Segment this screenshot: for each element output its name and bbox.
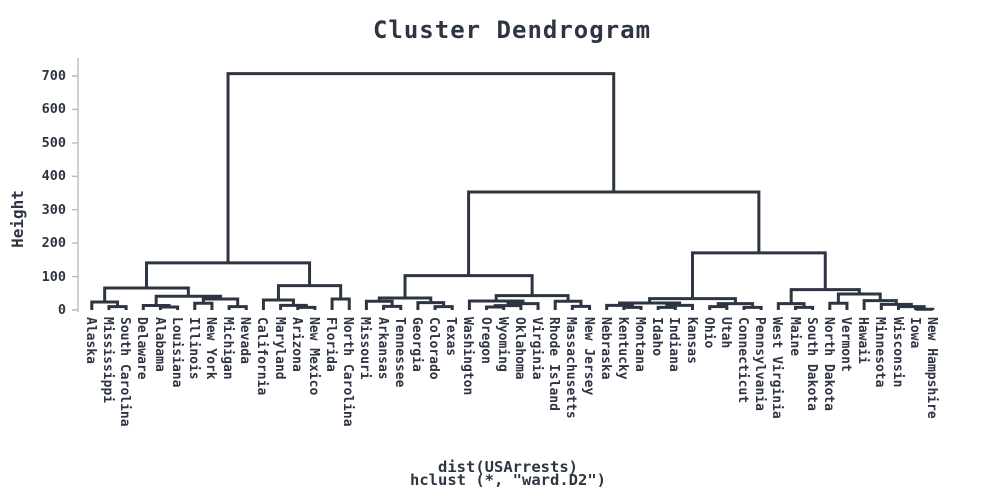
leaf-label: Delaware: [134, 317, 150, 380]
leaf-label: South Dakota: [803, 317, 819, 411]
y-tick-label: 300: [41, 201, 66, 218]
leaf-label: Connecticut: [735, 317, 750, 404]
leaf-label: Virginia: [529, 317, 544, 380]
y-tick-label: 700: [41, 68, 66, 84]
leaf-label: Alaska: [82, 317, 98, 364]
y-tick-label: 0: [57, 302, 66, 318]
leaf-label: Wisconsin: [889, 317, 905, 388]
leaf-label: Arkansas: [374, 317, 390, 380]
y-axis-line: [72, 58, 79, 312]
leaf-label: Utah: [717, 317, 733, 349]
leaf-label: Arizona: [288, 317, 304, 372]
leaf-label: Tennessee: [391, 317, 407, 388]
leaf-label: Oklahoma: [511, 317, 527, 380]
y-tick-label: 200: [41, 235, 66, 252]
leaf-label: Iowa: [906, 317, 922, 349]
y-tick-label: 600: [41, 101, 66, 118]
caption-line-1: dist(USArrests): [438, 458, 578, 476]
leaf-label: North Carolina: [340, 317, 356, 427]
leaf-label: South Carolina: [117, 317, 133, 427]
leaf-label: Idaho: [649, 317, 665, 357]
leaf-label: North Dakota: [820, 317, 836, 411]
leaf-label: Indiana: [666, 317, 682, 372]
leaf-label: Georgia: [408, 317, 424, 372]
leaf-label: Maine: [786, 317, 802, 357]
leaf-label: Colorado: [426, 317, 442, 380]
chart-title: Cluster Dendrogram: [372, 16, 652, 44]
leaf-label: Missouri: [357, 317, 373, 380]
leaf-label: Massachusetts: [563, 317, 579, 419]
leaf-label: Hawaii: [855, 317, 871, 364]
dendrogram-links: [90, 72, 935, 311]
leaf-label: Florida: [323, 317, 339, 372]
leaf-label: Oregon: [477, 317, 493, 364]
leaf-label: Kansas: [683, 317, 699, 364]
leaf-label: Louisiana: [168, 317, 184, 388]
leaf-label: Minnesota: [872, 317, 888, 388]
leaf-label: Rhode Island: [546, 317, 562, 411]
y-tick-label: 500: [41, 134, 66, 151]
y-tick-label: 400: [41, 168, 66, 185]
leaf-label: New Mexico: [305, 317, 321, 396]
leaf-label: New Jersey: [580, 317, 596, 396]
leaf-label: Washington: [460, 317, 476, 396]
leaf-label: Mississippi: [100, 317, 115, 404]
leaf-label: Texas: [443, 317, 459, 357]
leaf-label: Illinois: [185, 317, 201, 380]
leaf-label: Alabama: [151, 317, 167, 372]
leaf-label: Pennsylvania: [752, 317, 768, 411]
leaf-label: Nebraska: [597, 317, 613, 380]
leaf-label: Maryland: [271, 317, 287, 380]
leaf-label: Nevada: [237, 317, 253, 364]
caption-line-2: hclust (*, "ward.D2"): [410, 471, 606, 489]
leaf-label: Montana: [632, 317, 647, 372]
caption: dist(USArrests) hclust (*, "ward.D2"): [8, 458, 1000, 489]
leaf-label: Kentucky: [614, 317, 630, 380]
y-tick-label: 100: [41, 268, 66, 285]
leaf-label: Michigan: [220, 317, 236, 380]
leaf-label: Wyoming: [494, 317, 510, 372]
leaf-label: Vermont: [838, 317, 853, 372]
leaf-label: New Hampshire: [923, 317, 939, 419]
leaf-label: New York: [202, 317, 218, 380]
leaf-label: West Virginia: [769, 317, 785, 419]
leaf-label: California: [254, 317, 270, 396]
leaf-label: Ohio: [700, 317, 716, 349]
